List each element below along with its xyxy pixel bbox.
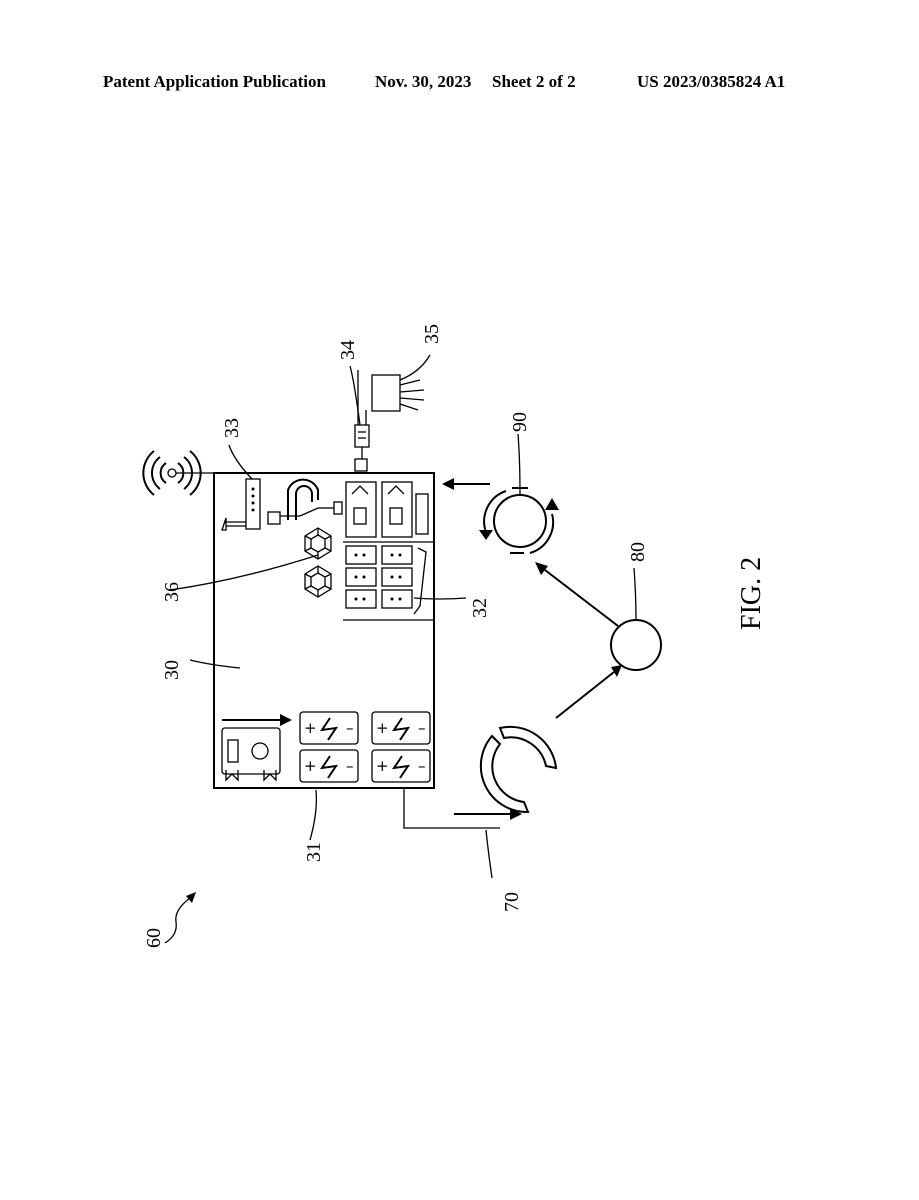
device-box <box>213 472 435 789</box>
battery-icon: +– <box>371 711 431 745</box>
battery-icon: +– <box>299 749 359 783</box>
svg-text:+: + <box>376 719 389 737</box>
recycle-icon <box>221 727 281 782</box>
arrow-icon <box>186 892 196 903</box>
collection-stage <box>479 725 558 814</box>
label-31: 31 <box>303 842 325 862</box>
hexagon-icon <box>304 527 332 560</box>
leader-line <box>164 897 191 944</box>
plug-icon <box>354 370 370 472</box>
figure-caption: FIG. 2 <box>736 557 767 630</box>
label-90: 90 <box>509 412 531 432</box>
svg-text:–: – <box>418 719 426 737</box>
arrow-icon <box>442 478 490 490</box>
svg-text:+: + <box>376 757 389 775</box>
arrow-icon <box>535 562 619 627</box>
label-36: 36 <box>161 582 183 602</box>
arrow-icon <box>403 788 522 829</box>
patent-number: US 2023/0385824 A1 <box>637 72 786 91</box>
leader-line <box>485 829 493 879</box>
hexagon-icon <box>304 565 332 598</box>
leader-line <box>413 597 467 600</box>
router-icon <box>221 478 261 531</box>
svg-text:–: – <box>346 719 354 737</box>
leader-line <box>633 567 637 621</box>
leader-line <box>169 554 319 591</box>
label-32: 32 <box>469 598 491 618</box>
hook-icon <box>267 478 343 525</box>
label-80: 80 <box>627 542 649 562</box>
arrow-icon <box>555 665 622 719</box>
leader-line <box>399 354 431 381</box>
processing-stage <box>610 619 662 671</box>
svg-text:+: + <box>304 757 317 775</box>
label-60: 60 <box>143 928 165 948</box>
publication-title: Patent Application Publication <box>103 72 326 91</box>
wifi-signal-icon <box>142 450 214 496</box>
circuit-board-icon <box>343 541 433 621</box>
leader-line <box>349 365 361 426</box>
svg-text:–: – <box>346 757 354 775</box>
battery-icon: +– <box>299 711 359 745</box>
chip-icon <box>345 481 429 538</box>
cable-icon <box>371 374 425 412</box>
battery-icon: +– <box>371 749 431 783</box>
leader-line <box>309 789 318 841</box>
leader-line <box>517 433 521 495</box>
leader-line <box>228 444 253 480</box>
publication-date: Nov. 30, 2023 <box>375 72 472 91</box>
label-34: 34 <box>337 340 359 360</box>
arrow-icon <box>222 714 292 726</box>
sheet-number: Sheet 2 of 2 <box>492 72 576 91</box>
label-33: 33 <box>221 418 243 438</box>
label-30: 30 <box>161 660 183 680</box>
svg-text:+: + <box>304 719 317 737</box>
leader-line <box>189 659 241 669</box>
svg-text:–: – <box>418 757 426 775</box>
label-70: 70 <box>501 892 523 912</box>
recycling-stage <box>479 487 559 554</box>
label-35: 35 <box>421 324 443 344</box>
